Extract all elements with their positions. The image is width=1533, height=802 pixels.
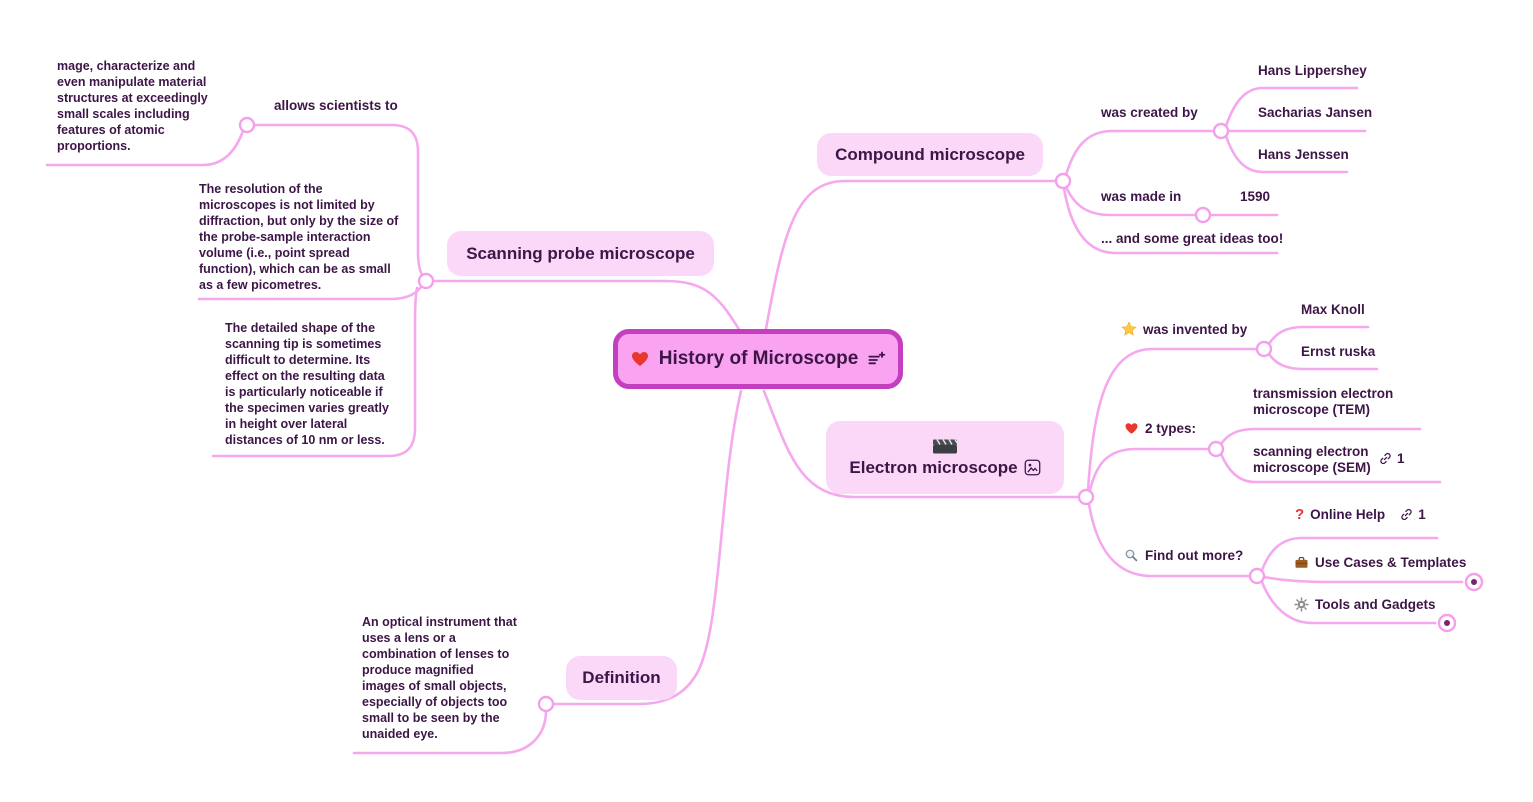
- topic-great-ideas[interactable]: ... and some great ideas too!: [1101, 231, 1284, 246]
- branch-junction-dots: [238, 116, 1273, 713]
- topic-label: 2 types:: [1145, 421, 1197, 436]
- topic-label: Compound microscope: [835, 144, 1025, 164]
- topic-definition[interactable]: Definition: [566, 656, 677, 700]
- central-topic-label: History of Microscope: [658, 348, 859, 369]
- central-topic-history-of-microscope[interactable]: History of Microscope: [613, 329, 903, 389]
- briefcase-icon: [1295, 556, 1308, 568]
- red-heart-icon: [631, 352, 648, 366]
- star-icon: [1121, 321, 1137, 336]
- topic-label: Use Cases & Templates: [1315, 555, 1467, 570]
- sem-link-badge[interactable]: 1: [1378, 451, 1405, 466]
- red-heart-icon: [1125, 423, 1138, 434]
- topic-was-created-by[interactable]: was created by: [1101, 105, 1198, 120]
- link-count: 1: [1418, 507, 1426, 522]
- topic-label: Definition: [582, 668, 661, 687]
- magnifier-icon: [1125, 549, 1138, 562]
- note-imaging-capability[interactable]: mage, characterize and even manipulate m…: [57, 59, 208, 153]
- link-icon: [1380, 452, 1391, 465]
- topic-inventor-sacharias-jansen[interactable]: Sacharias Jansen: [1258, 105, 1373, 120]
- topic-tools-and-gadgets[interactable]: Tools and Gadgets: [1294, 597, 1436, 612]
- link-icon: [1401, 508, 1412, 521]
- topic-compound-microscope[interactable]: Compound microscope: [817, 133, 1043, 176]
- note-definition[interactable]: An optical instrument that uses a lens o…: [362, 615, 517, 741]
- image-icon[interactable]: [1024, 459, 1041, 476]
- topic-label: Find out more?: [1145, 548, 1244, 563]
- topic-online-help[interactable]: ? Online Help 1: [1295, 507, 1426, 522]
- topic-2-types[interactable]: 2 types:: [1124, 421, 1196, 436]
- topic-was-made-in[interactable]: was made in: [1101, 189, 1182, 204]
- topic-inventor-hans-jenssen[interactable]: Hans Jenssen: [1258, 147, 1349, 162]
- topic-label: Scanning probe microscope: [466, 243, 695, 263]
- topic-was-invented-by[interactable]: was invented by: [1121, 321, 1247, 337]
- topic-find-out-more[interactable]: Find out more?: [1124, 548, 1243, 563]
- topic-label: Online Help: [1310, 507, 1386, 522]
- topic-inventor-hans-lippershey[interactable]: Hans Lippershey: [1258, 63, 1367, 78]
- red-question-icon: ?: [1295, 506, 1305, 523]
- gear-icon: [1294, 597, 1309, 612]
- topic-allows-scientists-to[interactable]: allows scientists to: [274, 98, 398, 113]
- topic-label: Electron microscope: [849, 457, 1018, 477]
- topic-electron-microscope[interactable]: Electron microscope: [826, 421, 1064, 494]
- note-resolution[interactable]: The resolution of the microscopes is not…: [199, 182, 399, 292]
- topic-tem[interactable]: transmission electron microscope (TEM): [1253, 386, 1394, 417]
- topic-label: Tools and Gadgets: [1315, 597, 1436, 612]
- online-help-link-badge[interactable]: 1: [1399, 507, 1426, 522]
- collapse-marker-tools[interactable]: [1437, 613, 1457, 633]
- topic-sem[interactable]: scanning electron microscope (SEM): [1253, 444, 1371, 475]
- add-notes-icon[interactable]: [867, 350, 886, 369]
- topic-use-cases-templates[interactable]: Use Cases & Templates: [1294, 555, 1466, 570]
- collapse-marker-use-cases[interactable]: [1464, 572, 1484, 592]
- topic-scanning-probe-microscope[interactable]: Scanning probe microscope: [447, 231, 714, 276]
- note-tip-shape[interactable]: The detailed shape of the scanning tip i…: [225, 321, 389, 447]
- topic-year-1590[interactable]: 1590: [1240, 189, 1271, 204]
- topic-inventor-max-knoll[interactable]: Max Knoll: [1301, 302, 1365, 317]
- link-count: 1: [1397, 451, 1405, 466]
- clapperboard-icon: [933, 438, 958, 453]
- topic-label: was invented by: [1143, 321, 1248, 337]
- topic-inventor-ernst-ruska[interactable]: Ernst ruska: [1301, 344, 1376, 359]
